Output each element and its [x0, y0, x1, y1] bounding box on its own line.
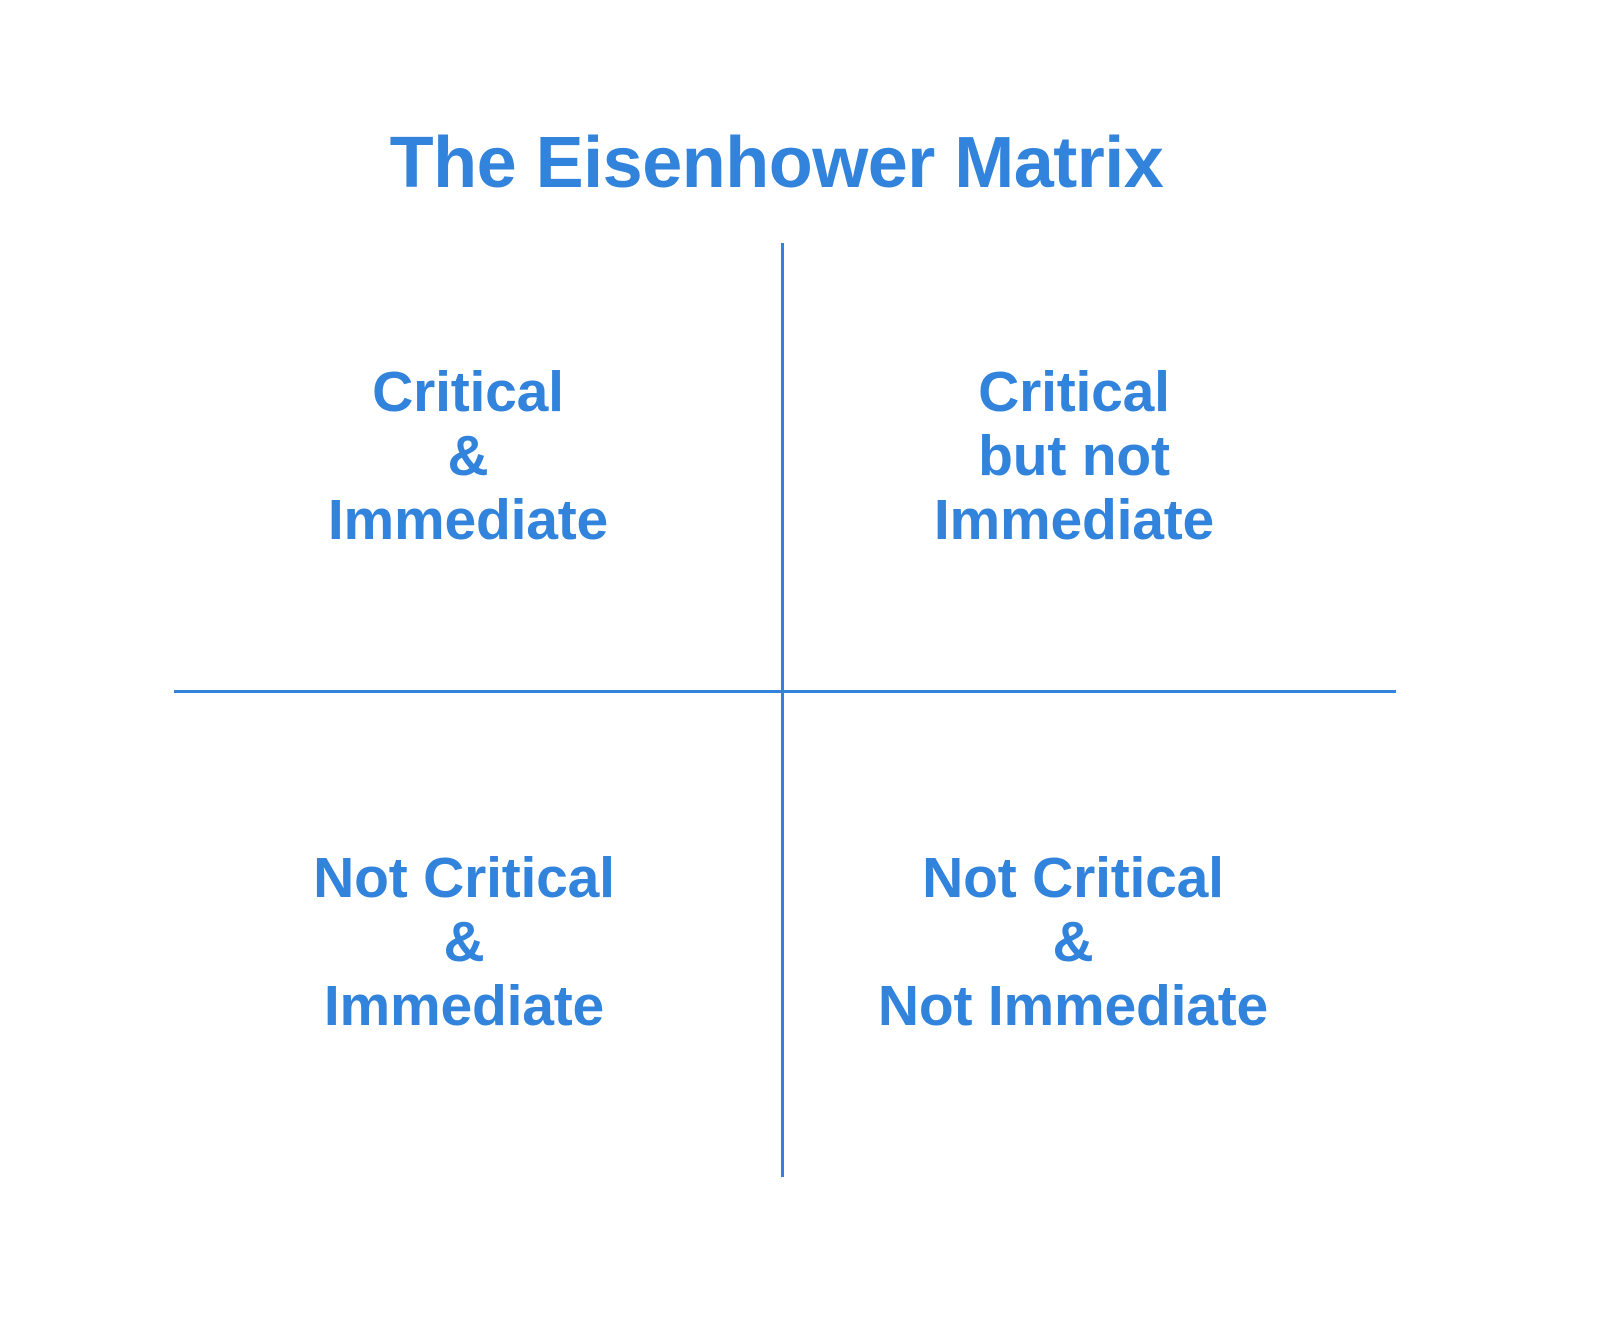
quadrant-top-right-line-3: Immediate: [933, 488, 1215, 552]
quadrant-top-left-line-2: &: [447, 424, 489, 488]
vertical-divider-line: [781, 243, 784, 1177]
quadrant-top-right-line-2: but not: [978, 424, 1170, 488]
quadrant-top-left-line-1: Critical: [372, 360, 564, 424]
quadrant-bottom-left-line-1: Not Critical: [313, 846, 615, 910]
quadrant-top-left: Critical & Immediate: [168, 360, 768, 552]
quadrant-bottom-left-line-3: Immediate: [323, 974, 605, 1038]
quadrant-bottom-right: Not Critical & Not Immediate: [773, 846, 1373, 1038]
horizontal-divider-line: [174, 690, 1396, 693]
quadrant-top-right: Critical but not Immediate: [794, 360, 1354, 552]
quadrant-top-left-line-3: Immediate: [327, 488, 609, 552]
quadrant-bottom-right-line-3: Not Immediate: [877, 974, 1269, 1038]
quadrant-bottom-right-line-1: Not Critical: [922, 846, 1224, 910]
quadrant-bottom-right-line-2: &: [1052, 910, 1094, 974]
quadrant-top-right-line-1: Critical: [978, 360, 1170, 424]
quadrant-bottom-left: Not Critical & Immediate: [164, 846, 764, 1038]
quadrant-bottom-left-line-2: &: [443, 910, 485, 974]
page-title: The Eisenhower Matrix: [389, 123, 1164, 203]
